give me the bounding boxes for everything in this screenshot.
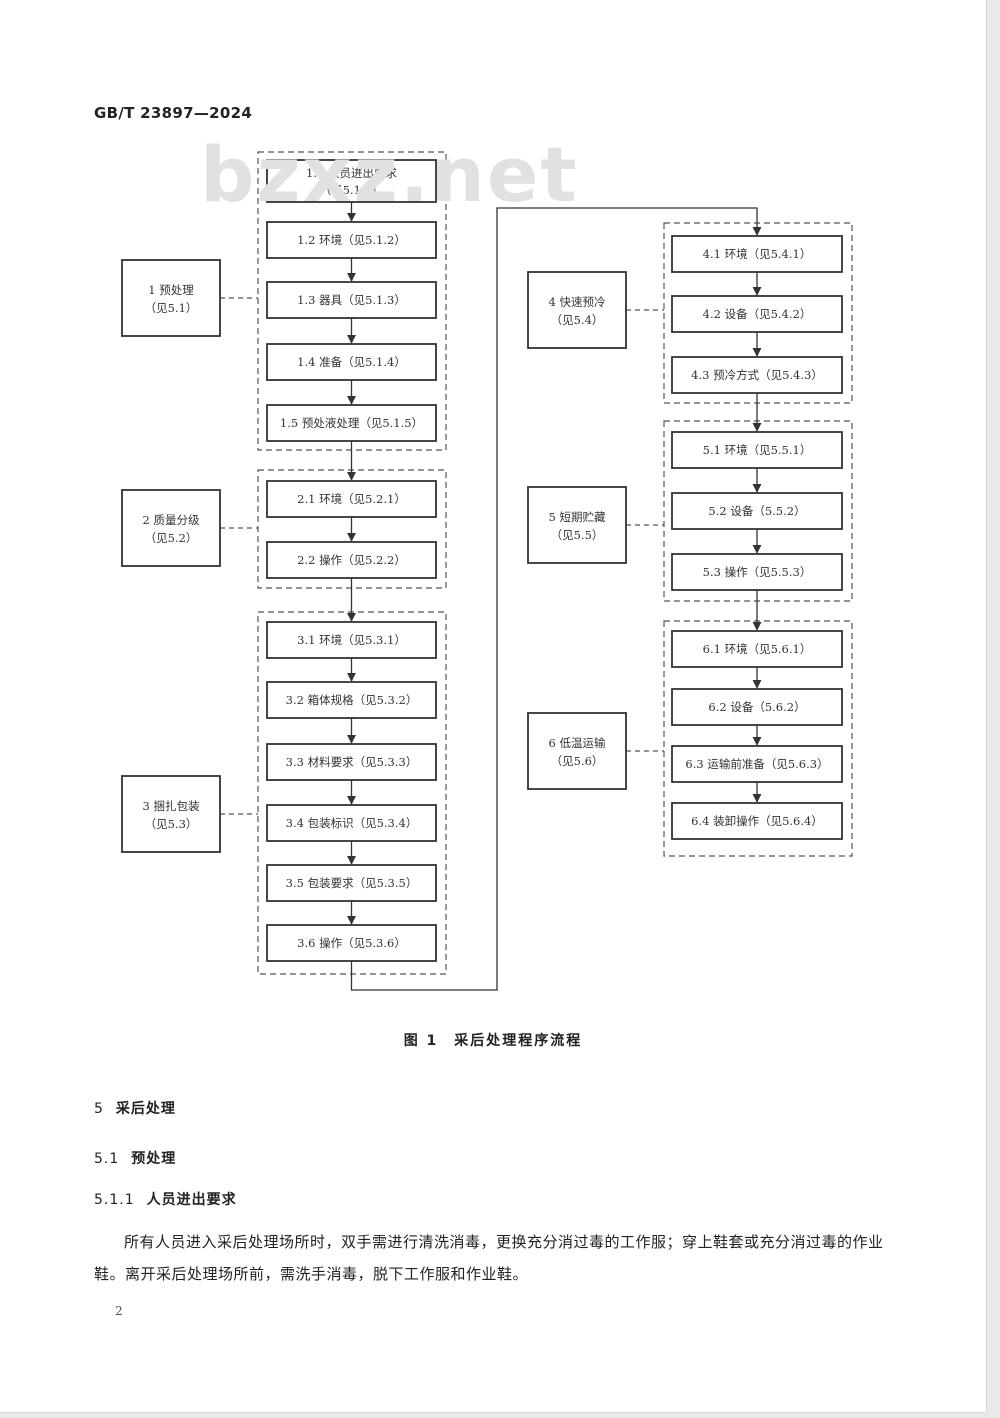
section-title: 人员进出要求	[146, 1192, 237, 1208]
step-label: 6.3 运输前准备（见5.6.3）	[685, 757, 828, 771]
step-box	[671, 356, 843, 394]
step-box	[671, 235, 843, 273]
step-label: 5.3 操作（见5.5.3）	[703, 565, 812, 579]
stage-4-box	[527, 271, 627, 349]
stage-4-frame	[663, 222, 853, 404]
stage-1-ref: （见5.1）	[145, 301, 198, 315]
stage-3-label: 3 捆扎包装	[143, 799, 200, 813]
stage-6-label: 6 低温运输	[549, 736, 606, 750]
step-label: 2.2 操作（见5.2.2）	[297, 553, 406, 567]
step-label: 1.1 人员进出要求	[306, 166, 397, 180]
step-label: 3.3 材料要求（见5.3.3）	[286, 755, 418, 769]
stage-5-frame	[663, 420, 853, 602]
step-label: 3.4 包装标识（见5.3.4）	[286, 816, 418, 830]
section-number: 5	[94, 1101, 104, 1117]
figure-caption: 图 1 采后处理程序流程	[403, 1033, 583, 1049]
step-box	[266, 541, 437, 579]
step-label: 1.3 器具（见5.1.3）	[297, 293, 406, 307]
step-box	[671, 745, 843, 783]
stage-5-label: 5 短期贮藏	[549, 510, 606, 524]
section-5-1-1-heading: 5.1.1 人员进出要求	[94, 1189, 237, 1209]
stage-3-box	[121, 775, 221, 853]
section-number: 5.1.1	[94, 1192, 135, 1208]
step-label: 3.1 环境（见5.3.1）	[297, 633, 406, 647]
step-label: 3.6 操作（见5.3.6）	[297, 936, 406, 950]
section-title: 采后处理	[115, 1101, 176, 1117]
step-label: 1.2 环境（见5.1.2）	[297, 233, 406, 247]
step-label: 4.2 设备（见5.4.2）	[703, 307, 812, 321]
process-flowchart: 1 预处理 （见5.1） 1.1 人员进出要求 （见5.1.1） 1.2 环境（见5.1…	[121, 151, 853, 991]
step-box	[266, 221, 437, 259]
step-ref: （见5.1.1）	[320, 183, 384, 197]
stage-4-ref: （见5.4）	[551, 313, 604, 327]
step-box	[266, 743, 437, 781]
stage-5-ref: （见5.5）	[551, 528, 604, 542]
section-number: 5.1	[94, 1151, 120, 1167]
section-5-heading: 5 采后处理	[94, 1098, 176, 1118]
step-box	[671, 802, 843, 840]
stage-6-frame	[663, 620, 853, 857]
step-box	[266, 404, 437, 442]
step-box	[266, 480, 437, 518]
step-box	[266, 804, 437, 842]
step-label: 3.5 包装要求（见5.3.5）	[286, 876, 418, 890]
step-label: 1.4 准备（见5.1.4）	[297, 355, 406, 369]
step-box	[266, 864, 437, 902]
step-label: 5.2 设备（5.5.2）	[708, 504, 805, 518]
page-number: 2	[115, 1304, 123, 1318]
flow-connectors	[220, 202, 762, 991]
stage-3-ref: （见5.3）	[145, 817, 198, 831]
stage-6-ref: （见5.6）	[551, 754, 604, 768]
section-5-1-heading: 5.1 预处理	[94, 1148, 176, 1168]
stage-2-box	[121, 489, 221, 567]
step-label: 1.5 预处液处理（见5.1.5）	[280, 416, 423, 430]
step-label: 4.3 预冷方式（见5.4.3）	[691, 368, 823, 382]
step-box	[266, 281, 437, 319]
step-box	[671, 688, 843, 726]
stage-2-label: 2 质量分级	[143, 513, 200, 527]
step-label: 4.1 环境（见5.4.1）	[703, 247, 812, 261]
step-label: 3.2 箱体规格（见5.3.2）	[286, 693, 418, 707]
step-box	[266, 621, 437, 659]
step-box	[671, 295, 843, 333]
step-label: 2.1 环境（见5.2.1）	[297, 492, 406, 506]
step-box	[266, 159, 437, 203]
stage-2-ref: （见5.2）	[145, 531, 198, 545]
standard-code: GB/T 23897—2024	[94, 104, 253, 122]
step-label: 5.1 环境（见5.5.1）	[703, 443, 812, 457]
step-box	[266, 343, 437, 381]
flow-arrow-route	[350, 207, 762, 991]
step-label: 6.1 环境（见5.6.1）	[703, 642, 812, 656]
flow-boxes: 1 预处理 （见5.1） 1.1 人员进出要求 （见5.1.1） 1.2 环境（见5.1…	[121, 159, 843, 962]
stage-1-box	[121, 259, 221, 337]
section-title: 预处理	[131, 1151, 177, 1167]
step-box	[671, 630, 843, 668]
stage-4-label: 4 快速预冷	[549, 295, 606, 309]
stage-1-label: 1 预处理	[148, 283, 194, 297]
step-label: 6.2 设备（5.6.2）	[708, 700, 805, 714]
step-box	[671, 492, 843, 530]
step-box	[266, 681, 437, 719]
stage-6-box	[527, 712, 627, 790]
stage-5-box	[527, 486, 627, 564]
step-box	[266, 924, 437, 962]
step-label: 6.4 装卸操作（见5.6.4）	[691, 814, 823, 828]
step-box	[671, 431, 843, 469]
step-box	[671, 553, 843, 591]
body-paragraph: 所有人员进入采后处理场所时，双手需进行清洗消毒，更换充分消过毒的工作服；穿上鞋套…	[94, 1233, 884, 1283]
